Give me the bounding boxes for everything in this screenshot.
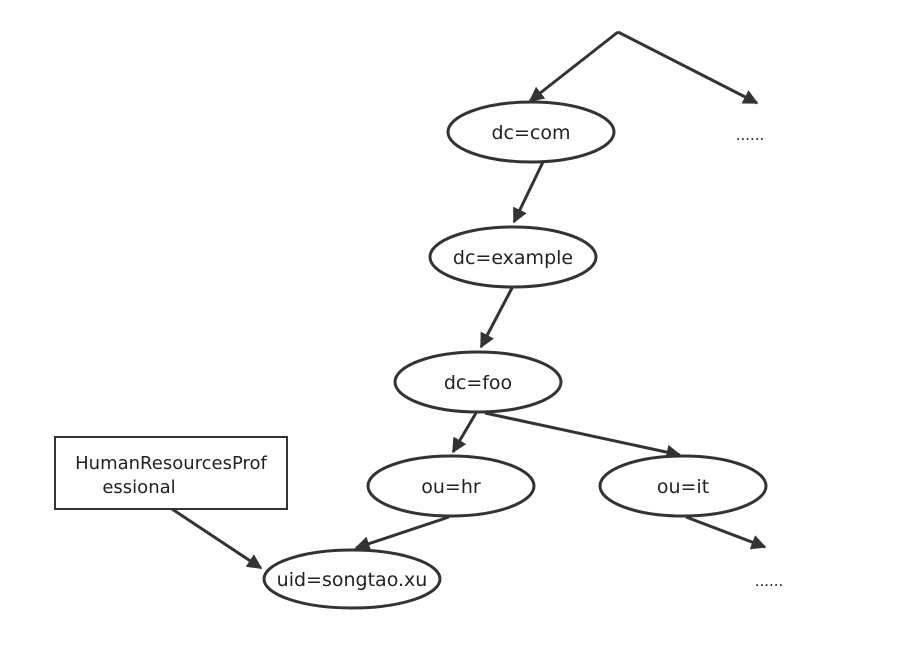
edge-ou-hr-to-uid — [354, 515, 450, 551]
edge-dc-com-to-dc-example — [512, 161, 545, 224]
objectclass-box-shape — [54, 436, 288, 510]
objectclass-box-line1: HumanResourcesProf — [75, 453, 267, 474]
node-ou-hr[interactable]: ou=hr — [366, 454, 536, 518]
node-dc-foo-shape — [393, 350, 563, 414]
node-uid[interactable]: uid=songtao.xu — [262, 548, 442, 610]
node-dc-example-shape — [428, 225, 598, 289]
node-ou-it-shape — [598, 454, 768, 518]
ellipsis-top: ...... — [736, 126, 765, 144]
edge-dc-foo-to-ou-hr — [451, 412, 478, 454]
node-dc-foo-label: dc=foo — [444, 372, 512, 394]
node-dc-example[interactable]: dc=example — [428, 225, 598, 289]
edge-objectclass-to-uid — [171, 507, 263, 570]
node-dc-com[interactable]: dc=com — [446, 100, 616, 164]
objectclass-box[interactable]: HumanResourcesProf essional — [54, 436, 288, 510]
edge-dc-foo-to-ou-it — [484, 411, 682, 460]
node-ou-it[interactable]: ou=it — [598, 454, 768, 518]
node-ou-it-label: ou=it — [657, 476, 709, 498]
edge-ou-it-to-ellipsis — [685, 515, 767, 550]
node-dc-com-shape — [446, 100, 616, 164]
node-ou-hr-label: ou=hr — [421, 476, 481, 498]
edge-dc-example-to-dc-foo — [479, 287, 514, 349]
node-dc-example-label: dc=example — [453, 247, 573, 269]
edges — [171, 30, 767, 570]
node-uid-label: uid=songtao.xu — [277, 569, 428, 591]
objectclass-box-line2: essional — [102, 477, 175, 498]
ellipsis-bottom: ...... — [755, 572, 784, 590]
node-uid-shape — [262, 548, 442, 610]
edge-root-to-dc-com — [528, 30, 619, 103]
node-ou-hr-shape — [366, 454, 536, 518]
node-dc-com-label: dc=com — [491, 122, 570, 144]
node-dc-foo[interactable]: dc=foo — [393, 350, 563, 414]
edge-root-to-ellipsis — [617, 30, 759, 105]
